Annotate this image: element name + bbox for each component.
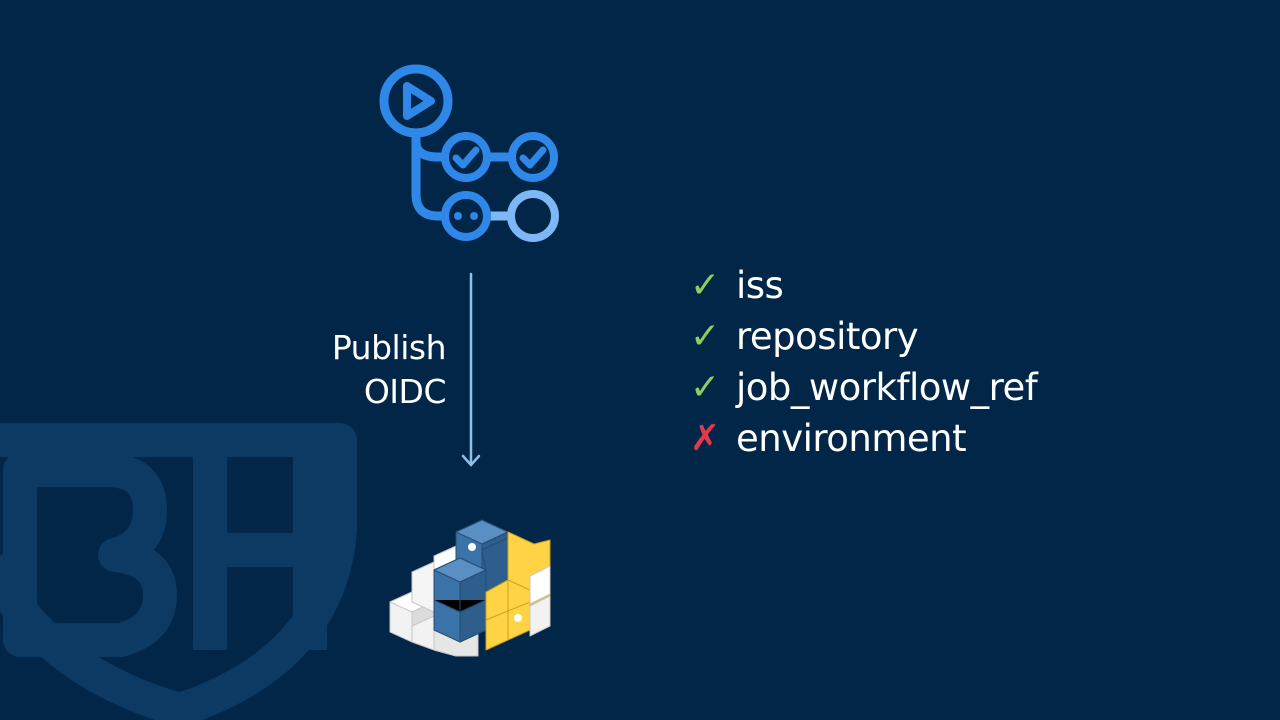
claim-item: ✓ iss (690, 260, 1037, 311)
bh-shield-watermark-icon (0, 423, 357, 720)
claim-name: job_workflow_ref (736, 366, 1038, 409)
github-actions-icon (379, 64, 559, 242)
step-label-line-1: Publish (331, 328, 447, 367)
step-label-line-2: OIDC (363, 372, 447, 411)
down-arrow-icon (461, 272, 481, 467)
check-icon: ✓ (690, 265, 720, 306)
cross-icon: ✗ (690, 418, 720, 459)
claim-name: iss (736, 264, 784, 307)
pypi-icon (389, 519, 551, 657)
claim-item: ✓ job_workflow_ref (690, 362, 1038, 413)
claim-name: environment (736, 417, 967, 460)
check-icon: ✓ (690, 316, 720, 357)
step-label: Publish OIDC (331, 326, 447, 414)
claim-item: ✗ environment (690, 413, 1037, 464)
claim-item: ✓ repository (690, 311, 1037, 362)
claims-checklist: ✓ iss ✓ repository ✓ job_workflow_ref ✗ … (690, 260, 1038, 464)
claim-name: repository (736, 315, 919, 358)
check-icon: ✓ (690, 367, 720, 408)
